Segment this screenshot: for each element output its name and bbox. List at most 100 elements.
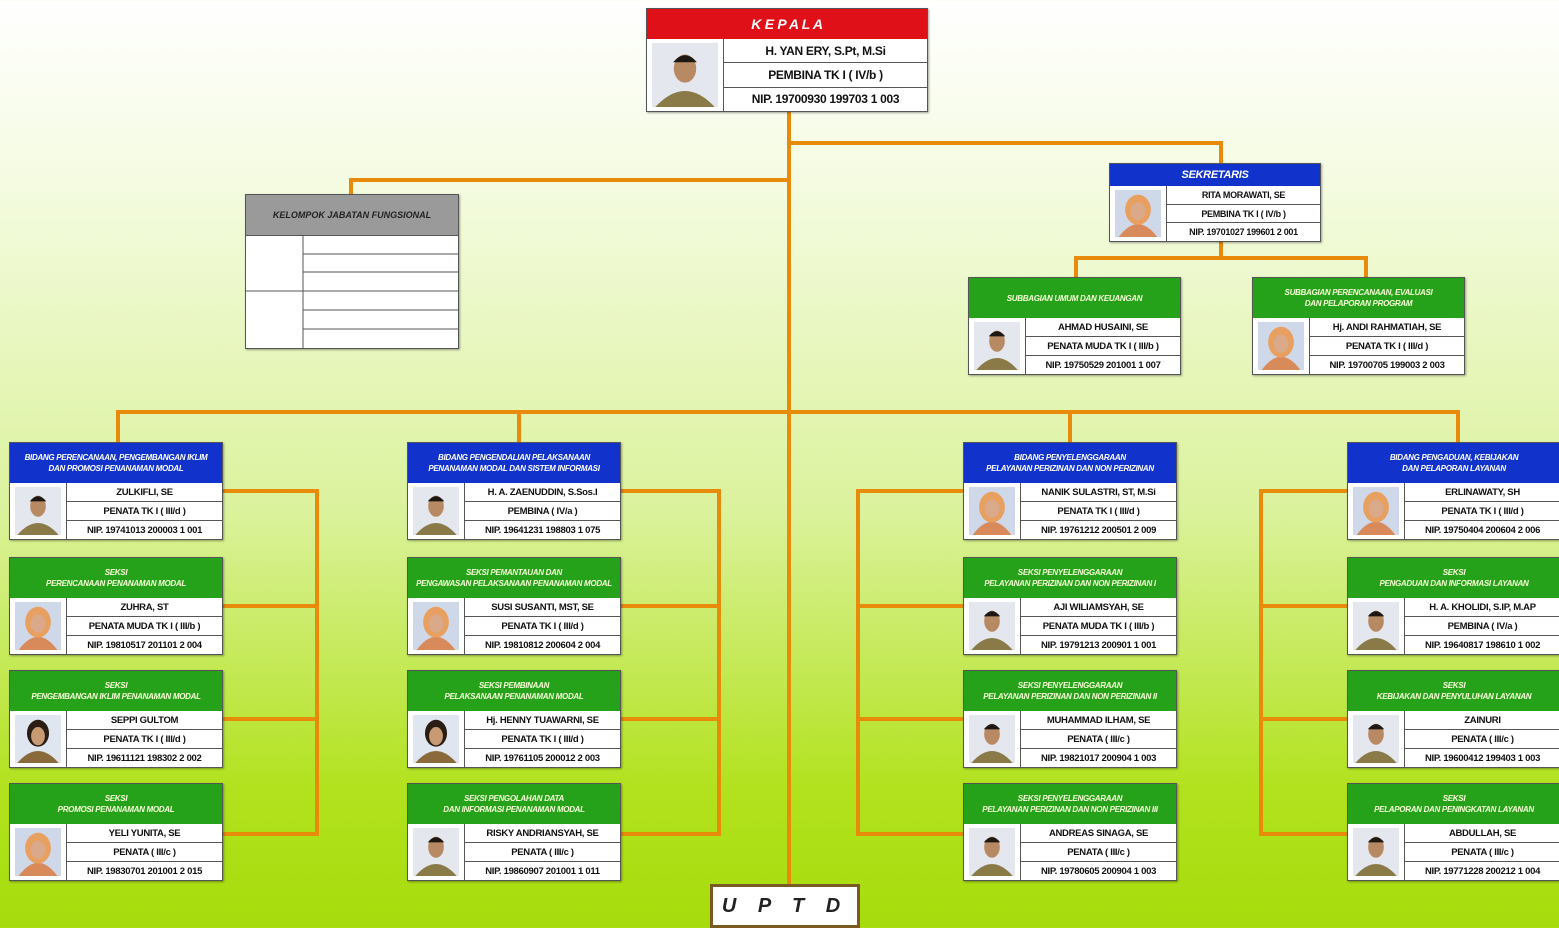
photo-female-avatar bbox=[408, 711, 465, 767]
photo-female-avatar bbox=[10, 711, 67, 767]
person-name: ERLINAWATY, SH bbox=[1405, 483, 1559, 502]
seksi-card-3-3: SEKSI PENYELENGGARAAN PELAYANAN PERIZINA… bbox=[963, 783, 1177, 881]
card-title: SEKSI KEBIJAKAN DAN PENYULUHAN LAYANAN bbox=[1348, 671, 1559, 711]
seksi-card-2-2: SEKSI PEMBINAAN PELAKSANAAN PENANAMAN MO… bbox=[407, 670, 621, 768]
photo-female-hijab-avatar bbox=[10, 824, 67, 880]
person-nip: NIP. 19600412 199403 1 003 bbox=[1424, 752, 1541, 764]
photo-male-avatar bbox=[408, 483, 465, 539]
person-nip: NIP. 19810812 200604 2 004 bbox=[484, 639, 601, 651]
photo-male-avatar bbox=[1348, 711, 1405, 767]
photo-female-hijab-avatar bbox=[1348, 483, 1405, 539]
photo-male-avatar bbox=[10, 483, 67, 539]
photo-female-hijab-avatar bbox=[10, 598, 67, 654]
seksi-card-2-1: SEKSI PEMANTAUAN DAN PENGAWASAN PELAKSAN… bbox=[407, 557, 621, 655]
photo-male-avatar bbox=[1348, 824, 1405, 880]
card-title: SEKSI PERENCANAAN PENANAMAN MODAL bbox=[10, 558, 222, 598]
person-name: Hj. ANDI RAHMATIAH, SE bbox=[1310, 318, 1464, 337]
person-nip: NIP. 19860907 201001 1 011 bbox=[485, 865, 600, 877]
person-name: SUSI SUSANTI, MST, SE bbox=[465, 598, 620, 617]
person-name: AHMAD HUSAINI, SE bbox=[1026, 318, 1180, 337]
card-title: SEKRETARIS bbox=[1110, 164, 1320, 186]
card-title: BIDANG PERENCANAAN, PENGEMBANGAN IKLIM D… bbox=[10, 443, 222, 483]
photo-male-avatar bbox=[964, 598, 1021, 654]
person-nip: NIP. 19741013 200003 1 001 bbox=[86, 524, 203, 536]
bidang-card-4: BIDANG PENGADUAN, KEBIJAKAN DAN PELAPORA… bbox=[1347, 442, 1559, 540]
person-name: AJI WILIAMSYAH, SE bbox=[1021, 598, 1176, 617]
person-nip: NIP. 19641231 198803 1 075 bbox=[484, 524, 601, 536]
person-nip: NIP. 19700705 199003 2 003 bbox=[1329, 359, 1445, 371]
person-rank: PENATA MUDA TK I ( III/b ) bbox=[1026, 337, 1180, 356]
card-title: SEKSI PENYELENGGARAAN PELAYANAN PERIZINA… bbox=[964, 784, 1176, 824]
person-rank: PEMBINA TK I ( IV/b ) bbox=[1167, 205, 1320, 224]
card-title: SEKSI PELAPORAN DAN PENINGKATAN LAYANAN bbox=[1348, 784, 1559, 824]
person-nip: NIP. 19750404 200604 2 006 bbox=[1424, 524, 1541, 536]
person-nip: NIP. 19701027 199601 2 001 bbox=[1189, 227, 1298, 238]
person-name: RISKY ANDRIANSYAH, SE bbox=[465, 824, 620, 843]
person-rank: PENATA ( III/c ) bbox=[1405, 843, 1559, 862]
seksi-card-2-3: SEKSI PENGOLAHAN DATA DAN INFORMASI PENA… bbox=[407, 783, 621, 881]
person-name: H. A. ZAENUDDIN, S.Sos.I bbox=[465, 483, 620, 502]
photo-male-avatar bbox=[969, 318, 1026, 374]
person-nip: NIP. 19761212 200501 2 009 bbox=[1040, 524, 1157, 536]
person-rank: PENATA MUDA TK I ( III/b ) bbox=[1021, 617, 1176, 636]
card-title: SUBBAGIAN UMUM DAN KEUANGAN bbox=[969, 278, 1180, 318]
seksi-card-3-2: SEKSI PENYELENGGARAAN PELAYANAN PERIZINA… bbox=[963, 670, 1177, 768]
card-title: SEKSI PENGEMBANGAN IKLIM PENANAMAN MODAL bbox=[10, 671, 222, 711]
card-title: SEKSI PENGOLAHAN DATA DAN INFORMASI PENA… bbox=[408, 784, 620, 824]
photo-male-avatar bbox=[964, 824, 1021, 880]
card-title: BIDANG PENGENDALIAN PELAKSANAAN PENANAMA… bbox=[408, 443, 620, 483]
person-name: ZUHRA, ST bbox=[67, 598, 222, 617]
person-nip: NIP. 19750529 201001 1 007 bbox=[1045, 359, 1161, 371]
person-nip: NIP. 19780605 200904 1 003 bbox=[1040, 865, 1157, 877]
card-title: SEKSI PENYELENGGARAAN PELAYANAN PERIZINA… bbox=[964, 671, 1176, 711]
person-nip: NIP. 19810517 201101 2 004 bbox=[87, 639, 202, 651]
person-rank: PENATA ( III/c ) bbox=[1021, 843, 1176, 862]
fungsional-grid bbox=[246, 235, 458, 348]
person-nip: NIP. 19640817 198610 1 002 bbox=[1424, 639, 1541, 651]
photo-male-avatar bbox=[647, 39, 724, 111]
photo-female-hijab-avatar bbox=[964, 483, 1021, 539]
person-name: H. YAN ERY, S.Pt, M.Si bbox=[724, 39, 927, 64]
person-nip: NIP. 19761105 200012 2 003 bbox=[485, 752, 600, 764]
person-name: NANIK SULASTRI, ST, M.Si bbox=[1021, 483, 1176, 502]
person-rank: PENATA TK I ( III/d ) bbox=[465, 730, 620, 749]
person-rank: PENATA TK I ( III/d ) bbox=[67, 730, 222, 749]
uptd-label: U P T D bbox=[721, 894, 849, 917]
photo-female-hijab-avatar bbox=[1110, 186, 1167, 241]
person-rank: PEMBINA TK I ( IV/b ) bbox=[724, 63, 927, 88]
person-rank: PENATA TK I ( III/d ) bbox=[465, 617, 620, 636]
photo-male-avatar bbox=[964, 711, 1021, 767]
person-rank: PENATA TK I ( III/d ) bbox=[67, 502, 222, 521]
bidang-card-2: BIDANG PENGENDALIAN PELAKSANAAN PENANAMA… bbox=[407, 442, 621, 540]
person-rank: PEMBINA ( IV/a ) bbox=[465, 502, 620, 521]
person-nip: NIP. 19791213 200901 1 001 bbox=[1040, 639, 1157, 651]
person-rank: PENATA TK I ( III/d ) bbox=[1021, 502, 1176, 521]
fungsional-title: KELOMPOK JABATAN FUNGSIONAL bbox=[246, 195, 458, 236]
person-name: RITA MORAWATI, SE bbox=[1167, 186, 1320, 205]
person-name: ZULKIFLI, SE bbox=[67, 483, 222, 502]
bidang-card-1: BIDANG PERENCANAAN, PENGEMBANGAN IKLIM D… bbox=[9, 442, 223, 540]
person-name: H. A. KHOLIDI, S.IP, M.AP bbox=[1405, 598, 1559, 617]
card-title: SUBBAGIAN PERENCANAAN, EVALUASI DAN PELA… bbox=[1253, 278, 1464, 318]
person-nip: NIP. 19821017 200904 1 003 bbox=[1040, 752, 1157, 764]
person-rank: PENATA ( III/c ) bbox=[1405, 730, 1559, 749]
person-name: ABDULLAH, SE bbox=[1405, 824, 1559, 843]
person-rank: PENATA ( III/c ) bbox=[67, 843, 222, 862]
bidang-card-3: BIDANG PENYELENGGARAAN PELAYANAN PERIZIN… bbox=[963, 442, 1177, 540]
person-rank: PENATA TK I ( III/d ) bbox=[1310, 337, 1464, 356]
seksi-card-3-1: SEKSI PENYELENGGARAAN PELAYANAN PERIZINA… bbox=[963, 557, 1177, 655]
person-nip: NIP. 19611121 198302 2 002 bbox=[87, 752, 202, 764]
card-title: SEKSI PEMBINAAN PELAKSANAAN PENANAMAN MO… bbox=[408, 671, 620, 711]
person-name: YELI YUNITA, SE bbox=[67, 824, 222, 843]
photo-male-avatar bbox=[1348, 598, 1405, 654]
card-title: SEKSI PROMOSI PENANAMAN MODAL bbox=[10, 784, 222, 824]
seksi-card-1-2: SEKSI PENGEMBANGAN IKLIM PENANAMAN MODAL… bbox=[9, 670, 223, 768]
card-title: K E P A L A bbox=[647, 9, 927, 39]
